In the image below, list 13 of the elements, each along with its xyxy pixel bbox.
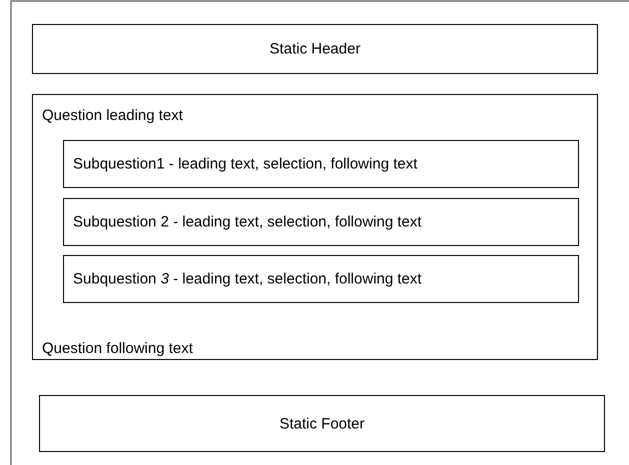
following-text: Question following text <box>42 340 193 357</box>
footer-box <box>39 395 605 452</box>
subquestion-text: Subquestion1 - leading text, selection, following text <box>73 156 418 172</box>
header-text: Static Header <box>270 40 360 58</box>
subquestion-box <box>63 140 579 188</box>
leading-text: Question leading text <box>42 107 183 124</box>
header-box <box>32 24 598 74</box>
subquestion-text: Subquestion 3 - leading text, selection, following text <box>73 270 422 288</box>
subquestion-text: Subquestion 2 - leading text, selection, following text <box>73 214 422 230</box>
subquestion-box <box>63 255 579 303</box>
footer-text: Static Footer <box>279 415 365 432</box>
subquestion-box <box>63 198 579 246</box>
question-box <box>32 94 598 360</box>
